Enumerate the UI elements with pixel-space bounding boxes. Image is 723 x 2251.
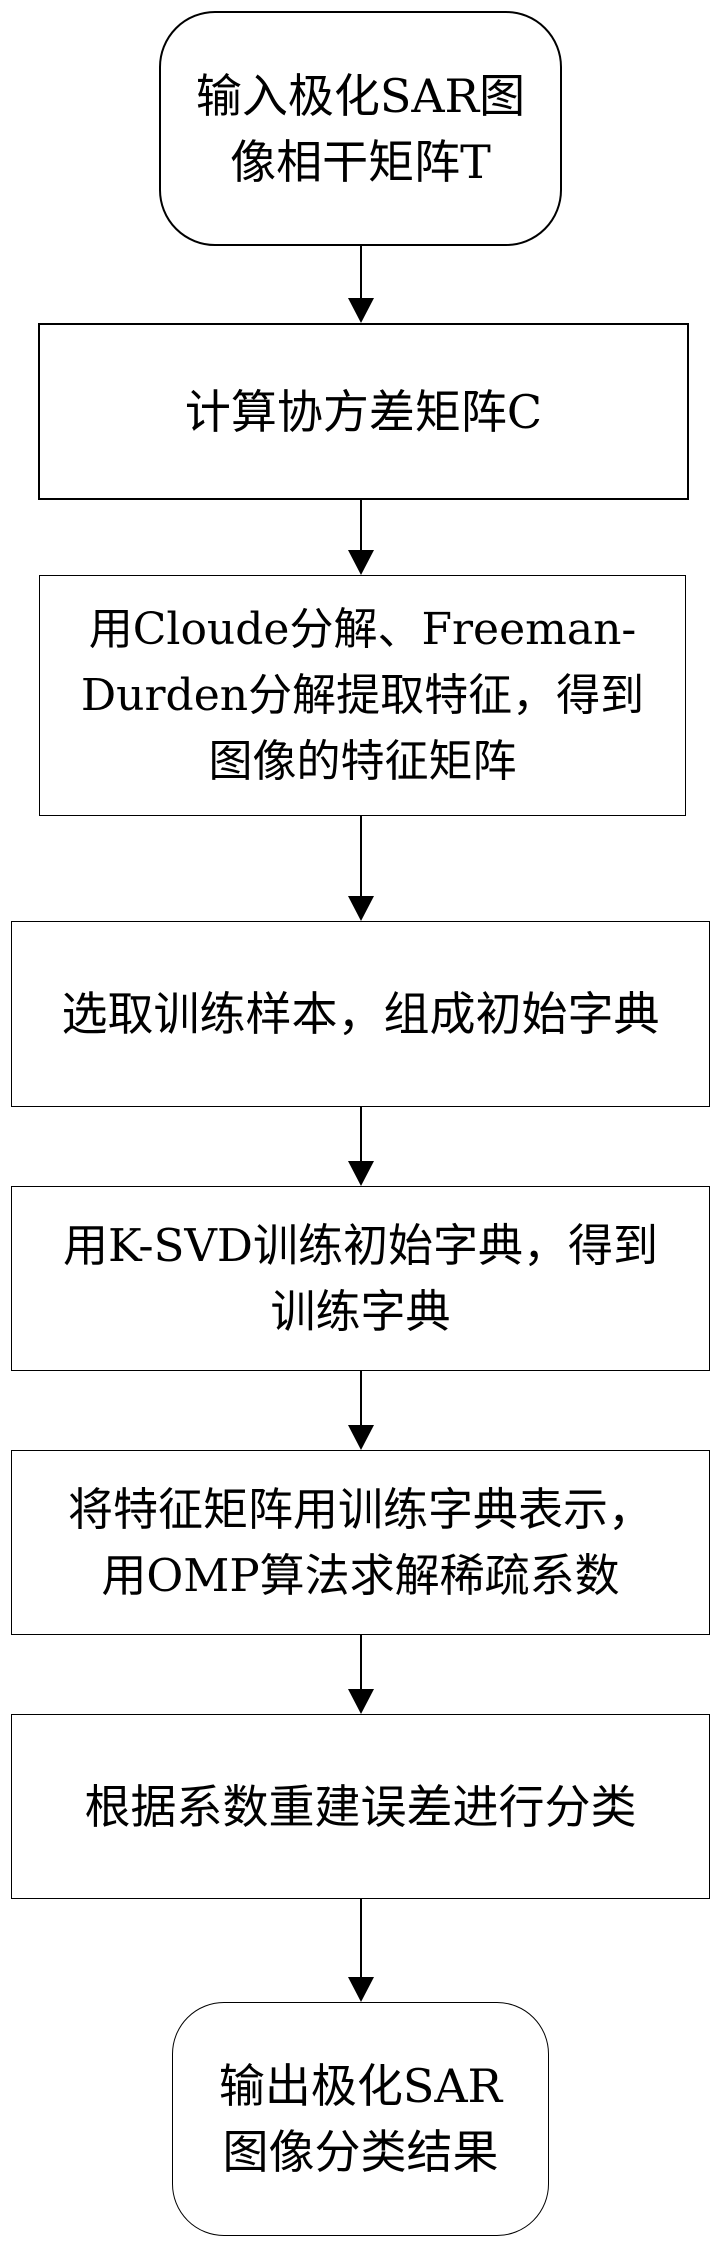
arrowhead-icon: [348, 1425, 374, 1450]
compute-covariance-label: 计算协方差矩阵C: [184, 384, 543, 439]
train-dictionary-node: 用K-SVD训练初始字典，得到 训练字典: [11, 1186, 710, 1371]
select-samples-node: 选取训练样本，组成初始字典: [11, 921, 710, 1107]
sparse-coding-label: 将特征矩阵用训练字典表示， 用OMP算法求解稀疏系数: [67, 1482, 653, 1602]
classify-node: 根据系数重建误差进行分类: [11, 1714, 710, 1899]
start-node-label: 输入极化SAR图 像相干矩阵T: [195, 68, 526, 189]
train-dictionary-label: 用K-SVD训练初始字典，得到 训练字典: [63, 1218, 658, 1338]
sparse-coding-node: 将特征矩阵用训练字典表示， 用OMP算法求解稀疏系数: [11, 1450, 710, 1635]
arrowhead-icon: [348, 1689, 374, 1714]
arrow-start-to-compute-covariance: [348, 246, 374, 323]
arrow-train-dictionary-to-sparse-coding: [348, 1371, 374, 1450]
compute-covariance-node: 计算协方差矩阵C: [38, 323, 689, 500]
end-node-label: 输出极化SAR 图像分类结果: [218, 2059, 503, 2179]
extract-features-label: 用Cloude分解、Freeman- Durden分解提取特征，得到 图像的特征…: [80, 603, 645, 787]
select-samples-label: 选取训练样本，组成初始字典: [61, 987, 660, 1041]
start-node: 输入极化SAR图 像相干矩阵T: [159, 11, 562, 246]
arrow-select-samples-to-train-dictionary: [348, 1107, 374, 1186]
classify-label: 根据系数重建误差进行分类: [84, 1779, 637, 1834]
arrow-classify-to-end: [348, 1899, 374, 2002]
arrow-sparse-coding-to-classify: [348, 1635, 374, 1714]
arrow-extract-features-to-select-samples: [348, 816, 374, 921]
end-node: 输出极化SAR 图像分类结果: [172, 2002, 549, 2236]
arrowhead-icon: [348, 298, 374, 323]
arrow-compute-covariance-to-extract-features: [348, 500, 374, 575]
arrowhead-icon: [348, 550, 374, 575]
arrowhead-icon: [348, 1161, 374, 1186]
arrowhead-icon: [348, 896, 374, 921]
extract-features-node: 用Cloude分解、Freeman- Durden分解提取特征，得到 图像的特征…: [39, 575, 686, 816]
arrowhead-icon: [348, 1977, 374, 2002]
